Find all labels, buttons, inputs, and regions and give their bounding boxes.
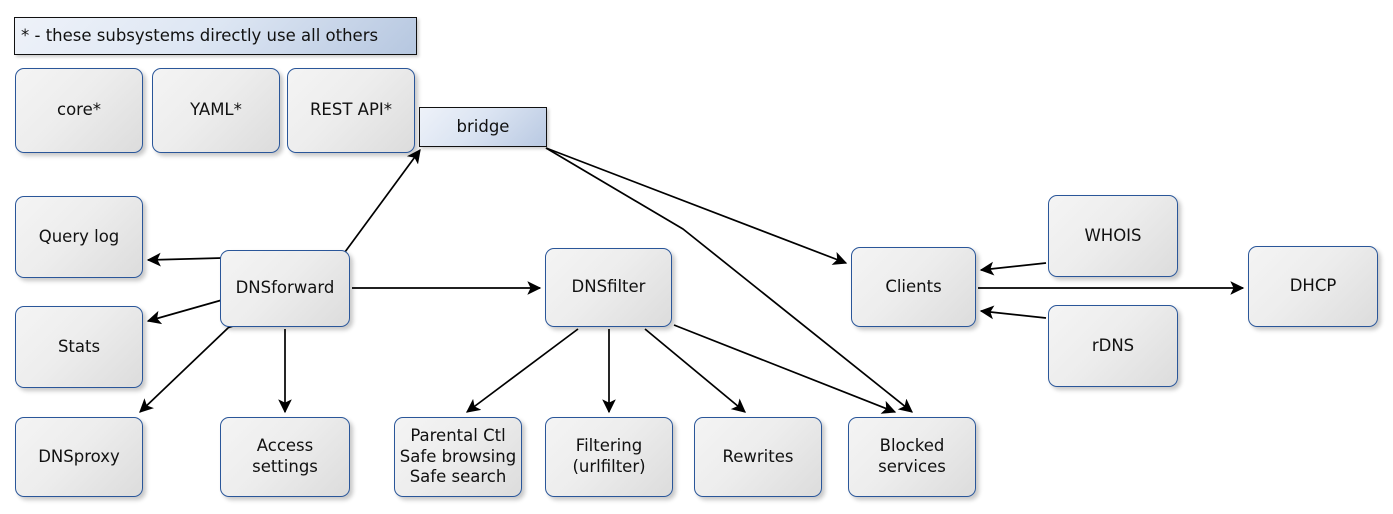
edge-whois-to-clients bbox=[979, 261, 1047, 276]
node-rdns[interactable]: rDNS bbox=[1048, 305, 1178, 387]
node-label-rewrites: Rewrites bbox=[722, 446, 794, 466]
node-label-filtering: Filtering(urlfilter) bbox=[572, 436, 646, 476]
edge-rdns-to-clients bbox=[979, 305, 1047, 320]
node-label-dnsproxy: DNSproxy bbox=[38, 446, 120, 466]
node-label-dnsforward: DNSforward bbox=[235, 278, 335, 298]
edge-dnsfilter-to-rewrites bbox=[644, 328, 746, 413]
node-label-legend: * - these subsystems directly use all ot… bbox=[21, 25, 379, 45]
edge-bridge-to-clients bbox=[545, 147, 848, 265]
node-label-clients: Clients bbox=[885, 276, 942, 296]
edge-dnsforward-to-querylog bbox=[146, 252, 223, 267]
node-label-bridge: bridge bbox=[456, 116, 510, 136]
node-dnsforward[interactable]: DNSforward bbox=[220, 250, 350, 327]
node-whois[interactable]: WHOIS bbox=[1048, 195, 1178, 277]
edge-dnsforward-to-dnsproxy bbox=[139, 314, 242, 413]
edge-dnsforward-to-bridge bbox=[344, 148, 421, 253]
node-label-querylog: Query log bbox=[38, 226, 120, 246]
node-label-stats: Stats bbox=[57, 336, 101, 356]
node-yaml[interactable]: YAML* bbox=[152, 68, 280, 153]
node-dhcp[interactable]: DHCP bbox=[1248, 246, 1378, 327]
node-core[interactable]: core* bbox=[15, 68, 143, 153]
node-dnsproxy[interactable]: DNSproxy bbox=[15, 417, 143, 497]
edge-dnsfilter-to-parental bbox=[465, 328, 579, 413]
node-label-rdns: rDNS bbox=[1091, 335, 1135, 355]
node-label-core: core* bbox=[57, 100, 101, 120]
node-label-whois: WHOIS bbox=[1084, 225, 1142, 245]
node-legend: * - these subsystems directly use all ot… bbox=[14, 17, 417, 55]
edge-dnsfilter-to-blocked bbox=[673, 324, 897, 414]
node-restapi[interactable]: REST API* bbox=[287, 68, 415, 153]
node-bridge[interactable]: bridge bbox=[419, 107, 547, 147]
node-label-yaml: YAML* bbox=[190, 100, 242, 120]
node-label-dhcp: DHCP bbox=[1289, 276, 1337, 296]
node-label-restapi: REST API* bbox=[309, 100, 393, 120]
node-label-dnsfilter: DNSfilter bbox=[571, 277, 646, 297]
node-clients[interactable]: Clients bbox=[851, 247, 976, 327]
node-dnsfilter[interactable]: DNSfilter bbox=[545, 248, 672, 327]
node-rewrites[interactable]: Rewrites bbox=[694, 417, 822, 497]
edge-dnsforward-to-stats bbox=[146, 299, 223, 325]
node-filtering[interactable]: Filtering(urlfilter) bbox=[545, 417, 673, 497]
node-stats[interactable]: Stats bbox=[15, 306, 143, 388]
node-querylog[interactable]: Query log bbox=[15, 196, 143, 278]
